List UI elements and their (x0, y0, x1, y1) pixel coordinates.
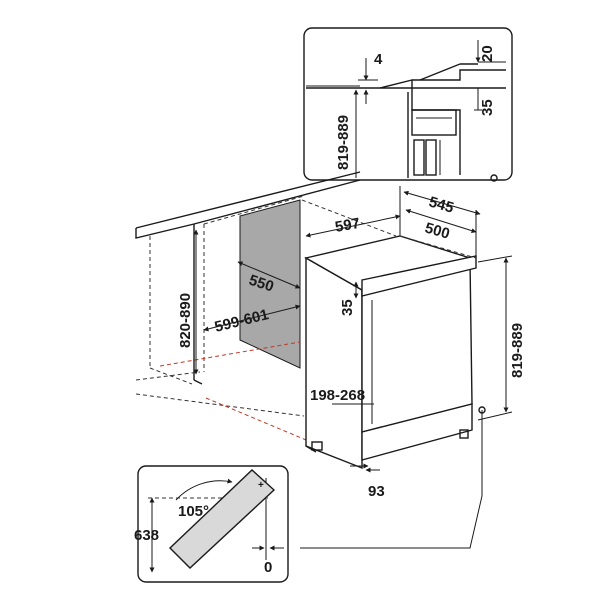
top-detail-view: 4 20 35 819-889 (303, 27, 513, 182)
dim-819-889-side: 819-889 (509, 323, 526, 378)
dim-550: 550 (247, 272, 276, 296)
svg-text:+: + (258, 480, 264, 491)
dim-93: 93 (368, 483, 385, 500)
dim-820-890: 820-890 (177, 293, 194, 348)
dim-597: 597 (334, 215, 362, 236)
dim-105: 105° (178, 503, 209, 520)
dim-20: 20 (479, 45, 496, 62)
dim-198-268: 198-268 (310, 387, 365, 404)
dim-638: 638 (134, 527, 159, 544)
dim-545: 545 (427, 194, 456, 217)
dim-35-front: 35 (339, 299, 356, 316)
door-opening-detail: + 105° 638 0 (134, 465, 289, 583)
dim-500: 500 (423, 220, 452, 243)
door-panel-open (168, 469, 276, 569)
appliance-body-side (305, 256, 363, 470)
dim-4: 4 (374, 51, 383, 68)
dim-819-889-detail: 819-889 (335, 115, 352, 170)
dim-0: 0 (264, 559, 272, 576)
appliance-plinth (361, 403, 473, 461)
main-installation-view: 550 599-601 820-890 819-889 597 500 545 (135, 171, 526, 549)
door-top-strip (361, 255, 477, 297)
detail-leader-line (300, 410, 483, 549)
dim-35-detail: 35 (479, 99, 496, 116)
worktop-edge (135, 179, 361, 239)
